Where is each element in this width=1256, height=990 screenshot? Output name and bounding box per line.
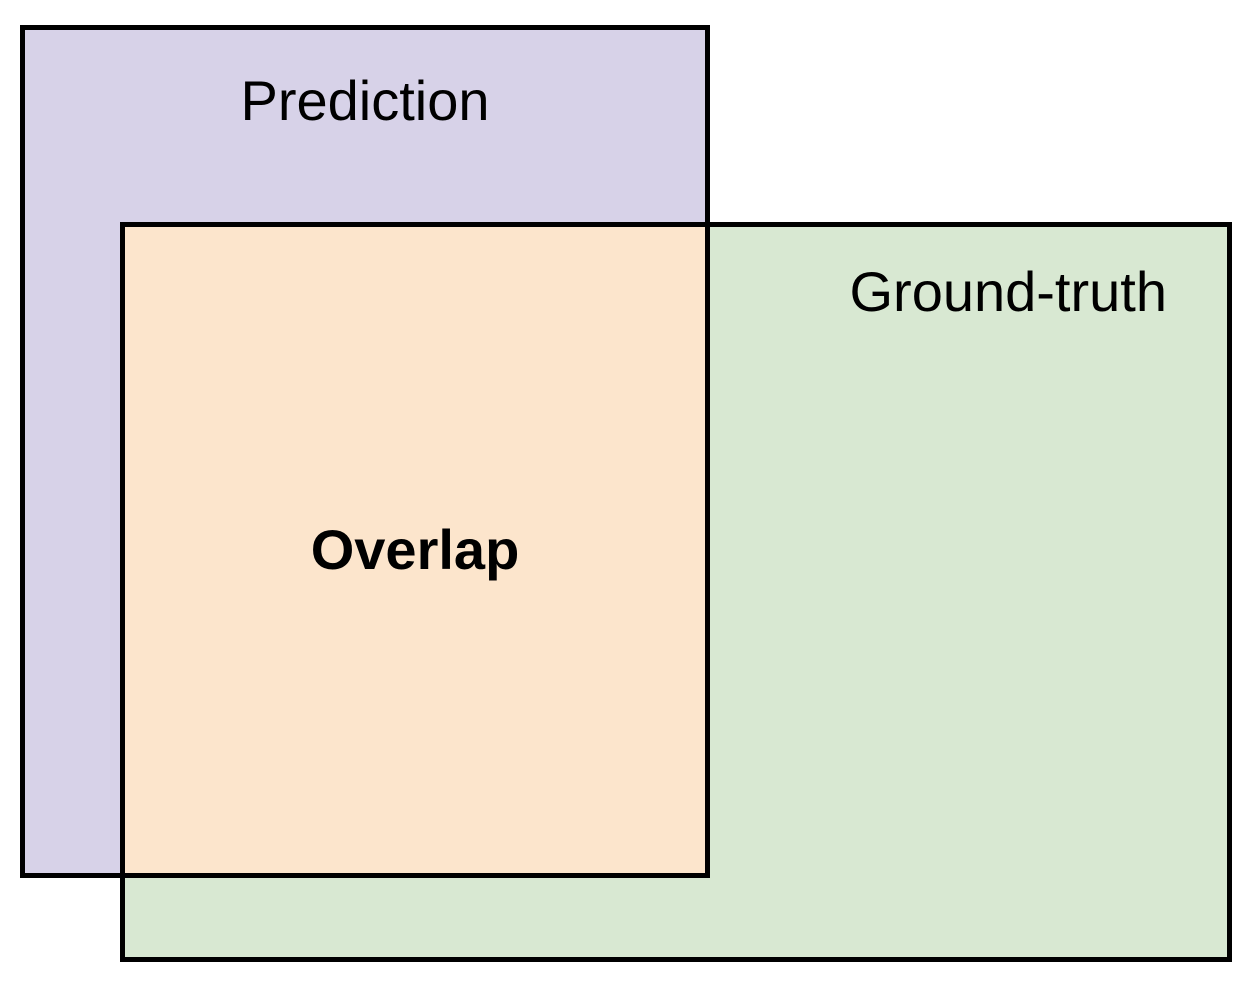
prediction-label: Prediction [240,69,490,132]
overlap-label: Overlap [310,518,520,581]
overlap-box: Overlap [120,222,710,878]
ground-truth-label: Ground-truth [849,260,1168,323]
